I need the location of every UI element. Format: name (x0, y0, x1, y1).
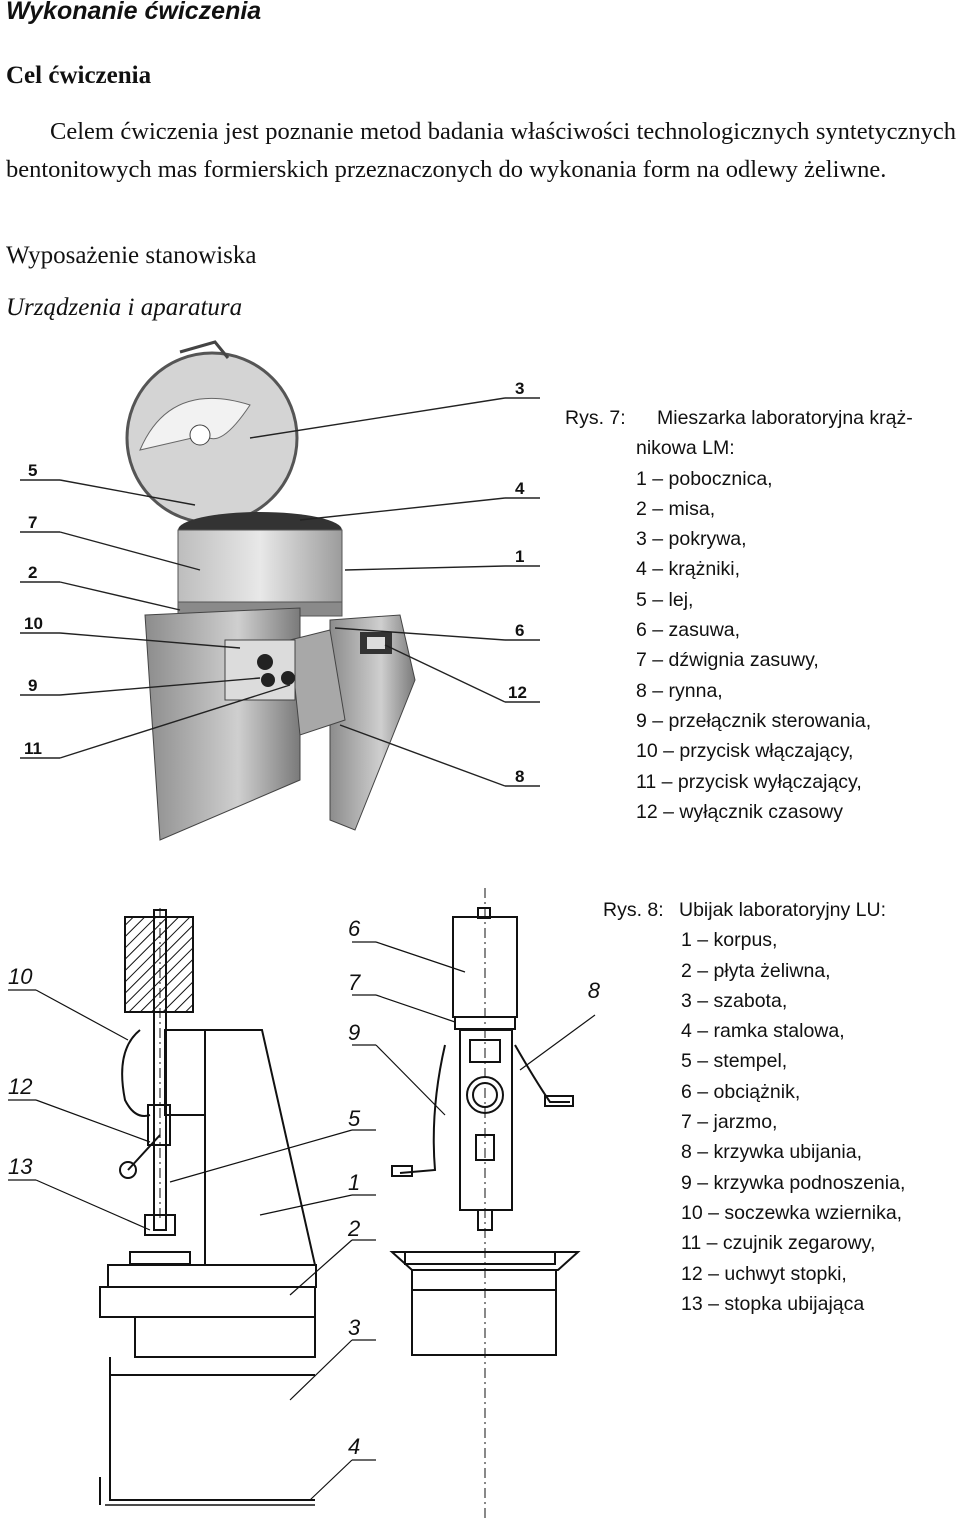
fig8-item: 5 – stempel, (681, 1050, 788, 1073)
fig7-label-7: 7 (28, 513, 37, 532)
fig8-label-4: 4 (348, 1434, 360, 1459)
fig7-label-2: 2 (28, 563, 37, 582)
goal-paragraph: Celem ćwiczenia jest poznanie metod bada… (6, 118, 956, 183)
fig8-label-1: 1 (348, 1170, 360, 1195)
fig8-caption-title: Ubijak laboratoryjny LU: (679, 899, 887, 921)
fig8-item: 2 – płyta żeliwna, (681, 959, 831, 982)
fig7-label-9: 9 (28, 676, 37, 695)
fig7-item: 11 – przycisk wyłączający, (636, 770, 862, 793)
fig8-item: 8 – krzywka ubijania, (681, 1141, 863, 1164)
devices-heading: Urządzenia i aparatura (6, 294, 243, 321)
fig7-label-10: 10 (24, 614, 43, 633)
fig7-label-5: 5 (28, 461, 37, 480)
figure-8-rammer-drawing: 10 12 13 6 7 9 5 1 2 3 4 8 (0, 880, 600, 1523)
fig8-label-12: 12 (8, 1074, 32, 1099)
fig7-label-12: 12 (508, 683, 527, 702)
fig8-label-9: 9 (348, 1020, 360, 1045)
fig8-label-2: 2 (347, 1216, 360, 1241)
fig8-item: 1 – korpus, (681, 929, 778, 952)
fig8-item: 6 – obciążnik, (681, 1080, 801, 1103)
fig7-caption-title-2: nikowa LM: (636, 437, 735, 460)
section-heading: Wykonanie ćwiczenia (6, 0, 262, 25)
fig8-label-3: 3 (348, 1315, 361, 1340)
fig7-item: 3 – pokrywa, (636, 528, 747, 551)
fig7-label-8: 8 (515, 767, 524, 786)
fig7-caption-title-1: Mieszarka laboratoryjna krąż- (657, 407, 913, 429)
fig7-item: 8 – rynna, (636, 679, 723, 702)
fig8-label-13: 13 (8, 1154, 33, 1179)
goal-heading: Cel ćwiczenia (6, 62, 152, 89)
fig8-label-7: 7 (348, 970, 361, 995)
fig7-label-4: 4 (515, 479, 525, 498)
fig7-item: 6 – zasuwa, (636, 619, 741, 642)
fig7-caption-label: Rys. 7: (565, 407, 626, 429)
fig8-caption-label: Rys. 8: (603, 899, 664, 921)
fig7-item: 4 – krążniki, (636, 558, 741, 581)
fig7-item: 12 – wyłącznik czasowy (636, 800, 843, 823)
equipment-heading: Wyposażenie stanowiska (6, 242, 257, 269)
fig8-label-10: 10 (8, 964, 33, 989)
fig7-label-1: 1 (515, 547, 524, 566)
fig8-item: 12 – uchwyt stopki, (681, 1262, 847, 1285)
fig8-label-5: 5 (348, 1106, 361, 1131)
fig8-item: 7 – jarzmo, (681, 1111, 778, 1134)
figure-7-caption: Rys. 7: Mieszarka laboratoryjna krąż- ni… (565, 403, 955, 827)
fig8-item: 9 – krzywka podnoszenia, (681, 1171, 906, 1194)
fig7-item: 9 – przełącznik sterowania, (636, 709, 872, 732)
fig7-item: 7 – dźwignia zasuwy, (636, 649, 819, 672)
fig7-item: 2 – misa, (636, 497, 716, 520)
fig7-label-11: 11 (24, 739, 42, 758)
figure-8-caption: Rys. 8: Ubijak laboratoryjny LU: 1 – kor… (603, 895, 955, 1319)
fig7-item: 10 – przycisk włączający, (636, 740, 854, 763)
fig8-label-6: 6 (348, 916, 361, 941)
fig7-label-6: 6 (515, 621, 524, 640)
fig8-item: 4 – ramka stalowa, (681, 1020, 845, 1043)
fig8-label-8: 8 (588, 978, 600, 1003)
fig8-item: 13 – stopka ubijająca (681, 1292, 865, 1315)
fig7-item: 1 – pobocznica, (636, 467, 773, 490)
figure-7-mixer-image: 5 7 2 10 9 11 3 4 1 6 12 8 (0, 340, 560, 880)
fig8-item: 3 – szabota, (681, 989, 788, 1012)
fig8-item: 11 – czujnik zegarowy, (681, 1232, 876, 1255)
fig8-item: 10 – soczewka wziernika, (681, 1201, 903, 1224)
fig7-label-3: 3 (515, 379, 524, 398)
fig7-item: 5 – lej, (636, 588, 694, 611)
